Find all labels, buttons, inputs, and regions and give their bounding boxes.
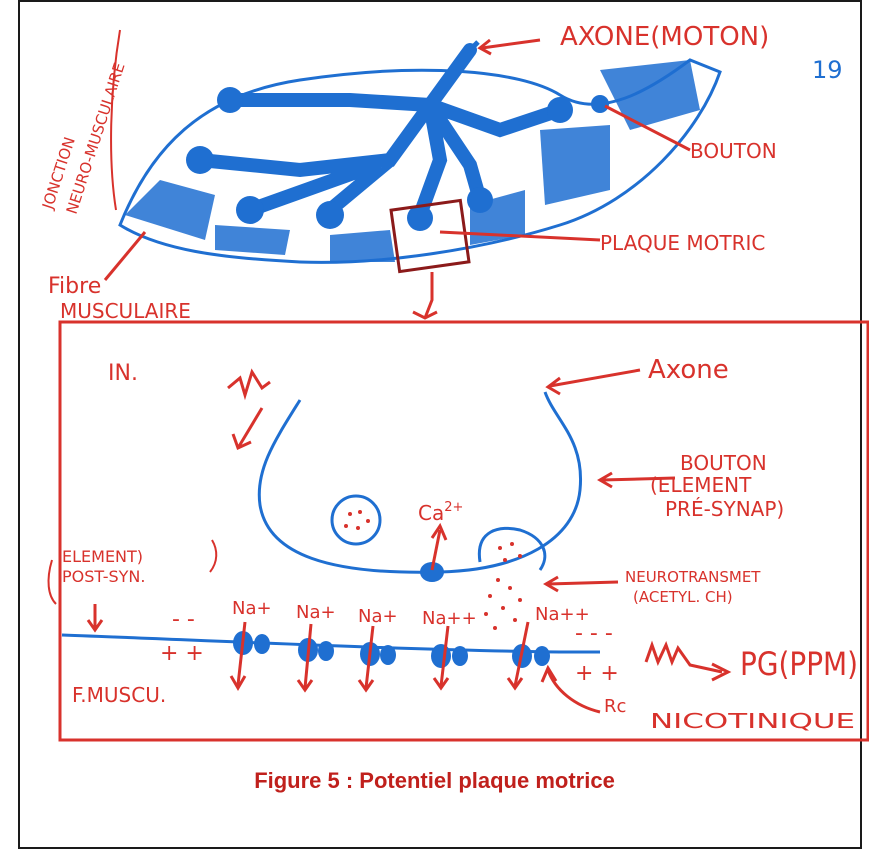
neurotransmitter-label: NEUROTRANSMET — [625, 568, 761, 586]
in-label: IN. — [108, 361, 138, 386]
pre-synap-label: PRÉ-SYNAP) — [665, 497, 784, 521]
plus-left: + + — [160, 641, 204, 666]
bottom-annotations: IN. Axone BOUTON (ELEMENT PRÉ-SYNAP) ELE… — [62, 355, 858, 733]
nicotinique-label: NICOTINIQUE — [650, 709, 855, 733]
na-label-4: Na++ — [422, 608, 477, 629]
axone-label: Axone — [648, 355, 729, 385]
muscle-fiber-drawing — [120, 42, 720, 318]
acetylcholine-label: (ACETYL. CH) — [633, 588, 733, 606]
figure-caption: Figure 5 : Potentiel plaque motrice — [0, 768, 869, 794]
rc-label: Rc — [604, 696, 626, 717]
element-post-label: ELEMENT) — [62, 547, 143, 566]
na-label-1: Na+ — [232, 598, 272, 619]
na-label-2: Na+ — [296, 602, 336, 623]
musculaire-label: MUSCULAIRE — [60, 299, 191, 323]
minus-left: - - — [172, 607, 195, 632]
bouton-label: BOUTON — [690, 139, 777, 163]
post-syn-label: POST-SYN. — [62, 567, 145, 586]
plaque-motrice-label: PLAQUE MOTRIC — [600, 231, 765, 255]
minus-right: - - - — [575, 621, 613, 646]
pg-label: PG(PPM) — [740, 645, 858, 683]
axone-moton-label: AXONE(MOTON) — [560, 22, 769, 52]
fibre-label: Fibre — [48, 274, 101, 299]
f-muscu-label: F.MUSCU. — [72, 683, 166, 707]
na-label-3: Na+ — [358, 606, 398, 627]
bouton-detail-label: BOUTON — [680, 451, 767, 475]
element-pre-label: (ELEMENT — [650, 473, 752, 497]
page-number: 19 — [812, 56, 843, 84]
plus-right: + + — [575, 661, 619, 686]
calcium-label: Ca2+ — [418, 500, 463, 525]
